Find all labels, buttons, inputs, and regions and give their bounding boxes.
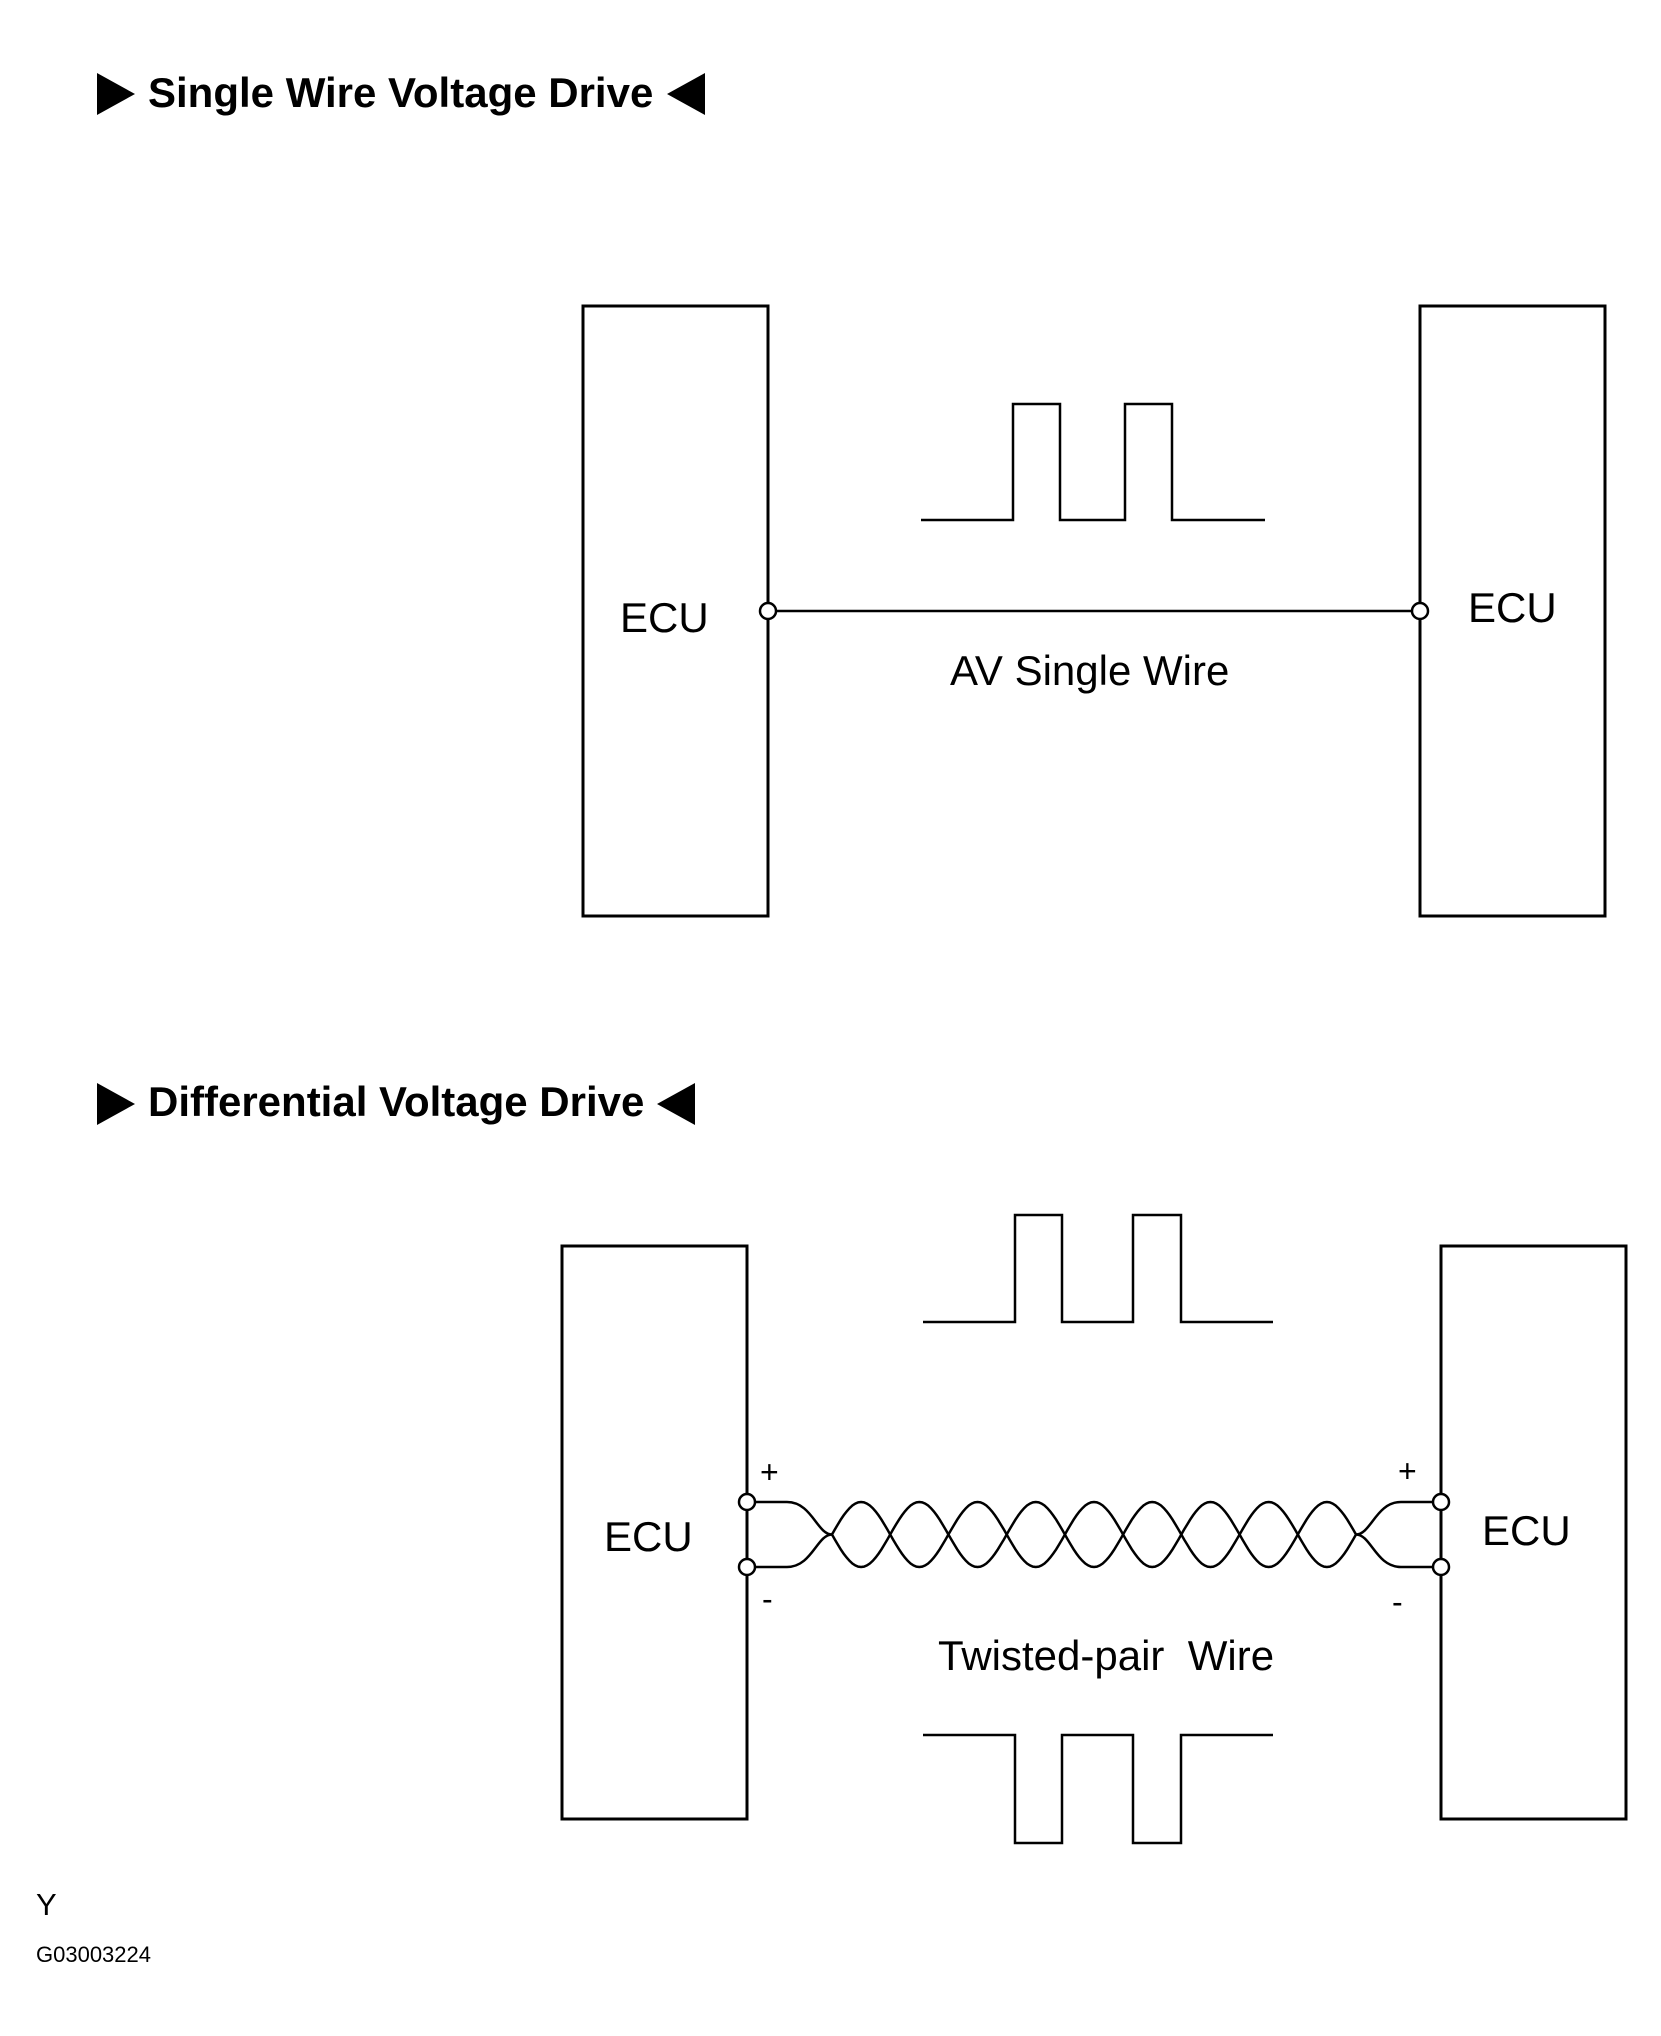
terminal-left	[758, 601, 778, 621]
differential-diagram: ECU ECU + - + - Twisted-pair Wire	[560, 1213, 1628, 1845]
twisted-pair-upper-conductor	[747, 1500, 1441, 1569]
right-minus-label: -	[1392, 1584, 1403, 1620]
single-wire-title: Single Wire Voltage Drive	[148, 69, 653, 116]
terminal-right	[1410, 601, 1430, 621]
terminal-left-plus	[737, 1492, 757, 1512]
left-plus-label: +	[760, 1454, 779, 1490]
differential-title: Differential Voltage Drive	[148, 1078, 644, 1125]
twisted-pair-wire-label: Twisted-pair Wire	[938, 1632, 1274, 1679]
single-wire-diagram: ECU ECU AV Single Wire	[581, 304, 1607, 918]
terminal-left-minus	[737, 1557, 757, 1577]
right-plus-label: +	[1398, 1453, 1417, 1489]
single-wire-pulse-waveform	[921, 402, 1265, 522]
figure-code: G03003224	[36, 1942, 151, 1967]
left-minus-label: -	[762, 1581, 773, 1617]
single-wire-title-group: Single Wire Voltage Drive	[97, 69, 705, 116]
figure-letter: Y	[36, 1887, 57, 1922]
terminal-right-minus	[1431, 1557, 1451, 1577]
ecu-label-right: ECU	[1482, 1507, 1571, 1554]
ecu-label-left: ECU	[604, 1513, 693, 1560]
positive-pulse-waveform	[923, 1213, 1273, 1324]
ecu-box-right	[1439, 1244, 1628, 1821]
left-pointer-icon	[657, 1083, 695, 1125]
ecu-label-left: ECU	[620, 594, 709, 641]
av-single-wire-label: AV Single Wire	[950, 647, 1229, 694]
terminal-right-plus	[1431, 1492, 1451, 1512]
ecu-label-right: ECU	[1468, 584, 1557, 631]
left-pointer-icon	[667, 73, 705, 115]
negative-pulse-waveform	[923, 1733, 1273, 1845]
right-pointer-icon	[97, 1083, 135, 1125]
ecu-box-left	[560, 1244, 749, 1821]
right-pointer-icon	[97, 73, 135, 115]
differential-title-group: Differential Voltage Drive	[97, 1078, 695, 1125]
twisted-pair-lower-conductor	[747, 1500, 1441, 1569]
